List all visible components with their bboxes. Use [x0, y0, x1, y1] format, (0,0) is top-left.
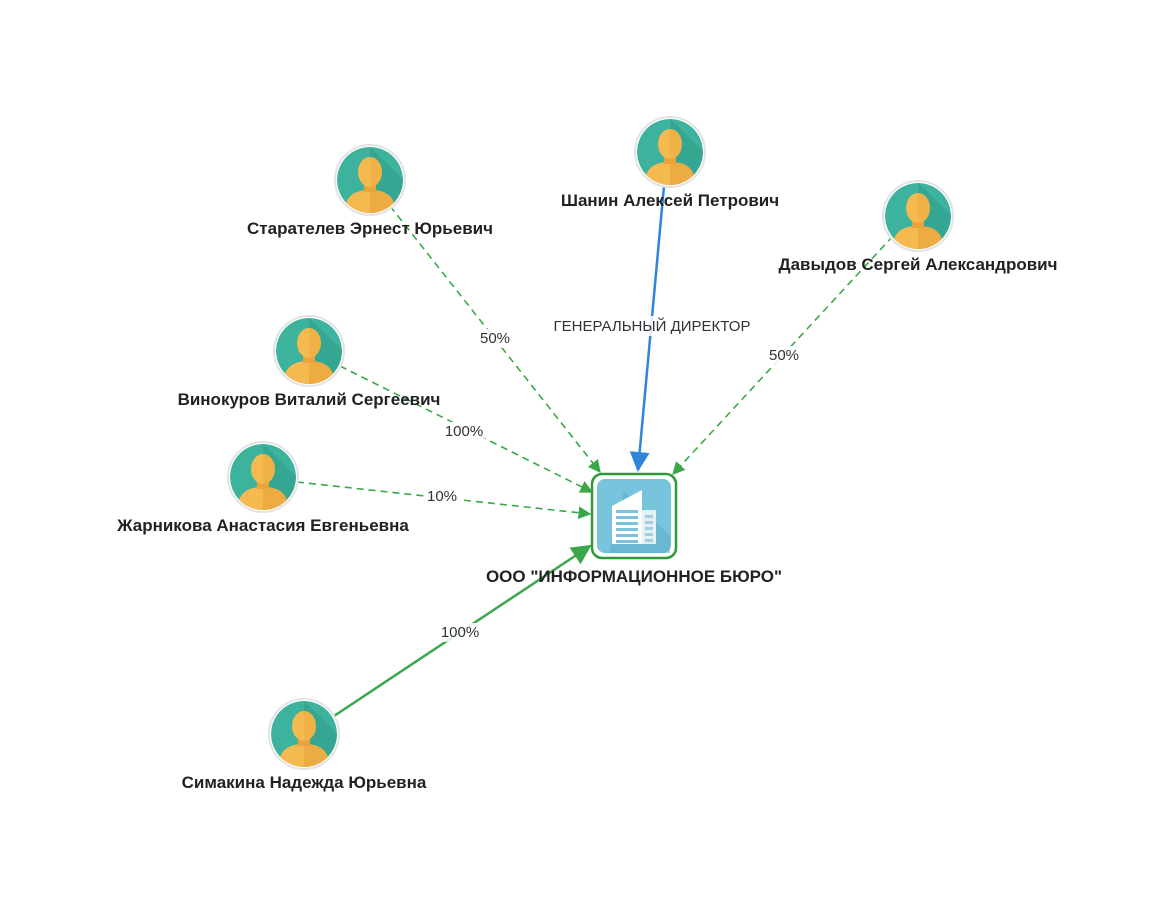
- person-name-label: Шанин Алексей Петрович: [561, 191, 779, 210]
- edge-label-text: 50%: [480, 330, 510, 347]
- person-name-label: Старателев Эрнест Юрьевич: [247, 219, 493, 238]
- building-icon: [609, 490, 670, 553]
- person-node-vinokurov[interactable]: [273, 315, 349, 391]
- person-node-zharnikova[interactable]: [227, 441, 303, 517]
- person-name-label: Симакина Надежда Юрьевна: [182, 773, 427, 792]
- person-avatar-icon: [227, 441, 299, 513]
- edge-label-text: 100%: [445, 423, 483, 440]
- edge-label-starateliev: 50%: [477, 328, 513, 348]
- person-node-davydov[interactable]: [882, 180, 958, 256]
- edge-vinokurov-to-company[interactable]: [339, 365, 594, 493]
- person-node-starateliev[interactable]: [334, 144, 410, 220]
- company-node[interactable]: [590, 472, 678, 560]
- edge-label-text: 10%: [427, 488, 457, 505]
- edge-label-text: 100%: [441, 624, 479, 641]
- person-name-label: Давыдов Сергей Александрович: [778, 255, 1057, 274]
- person-name-label: Жарникова Анастасия Евгеньевна: [116, 516, 409, 535]
- person-avatar-icon: [268, 698, 340, 770]
- edge-labels-layer: 50% ГЕНЕРАЛЬНЫЙ ДИРЕКТОР 50% 100% 10% 100%: [424, 315, 802, 642]
- person-avatar-icon: [882, 180, 954, 252]
- edge-label-davydov: 50%: [766, 345, 802, 365]
- person-avatar-icon: [634, 116, 706, 188]
- edge-label-vinokurov: 100%: [442, 421, 486, 441]
- person-avatar-icon: [273, 315, 345, 387]
- company-name-label: ООО "ИНФОРМАЦИОННОЕ БЮРО": [486, 567, 782, 586]
- person-avatar-icon: [334, 144, 406, 216]
- edge-label-zharnikova: 10%: [424, 486, 460, 506]
- edge-label-simakina: 100%: [438, 622, 482, 642]
- person-node-shanin[interactable]: [634, 116, 710, 192]
- edge-label-text: ГЕНЕРАЛЬНЫЙ ДИРЕКТОР: [554, 317, 751, 335]
- edge-label-shanin: ГЕНЕРАЛЬНЫЙ ДИРЕКТОР: [551, 315, 753, 336]
- person-node-simakina[interactable]: [268, 698, 344, 774]
- edge-label-text: 50%: [769, 347, 799, 364]
- person-name-label: Винокуров Виталий Сергеевич: [178, 390, 441, 409]
